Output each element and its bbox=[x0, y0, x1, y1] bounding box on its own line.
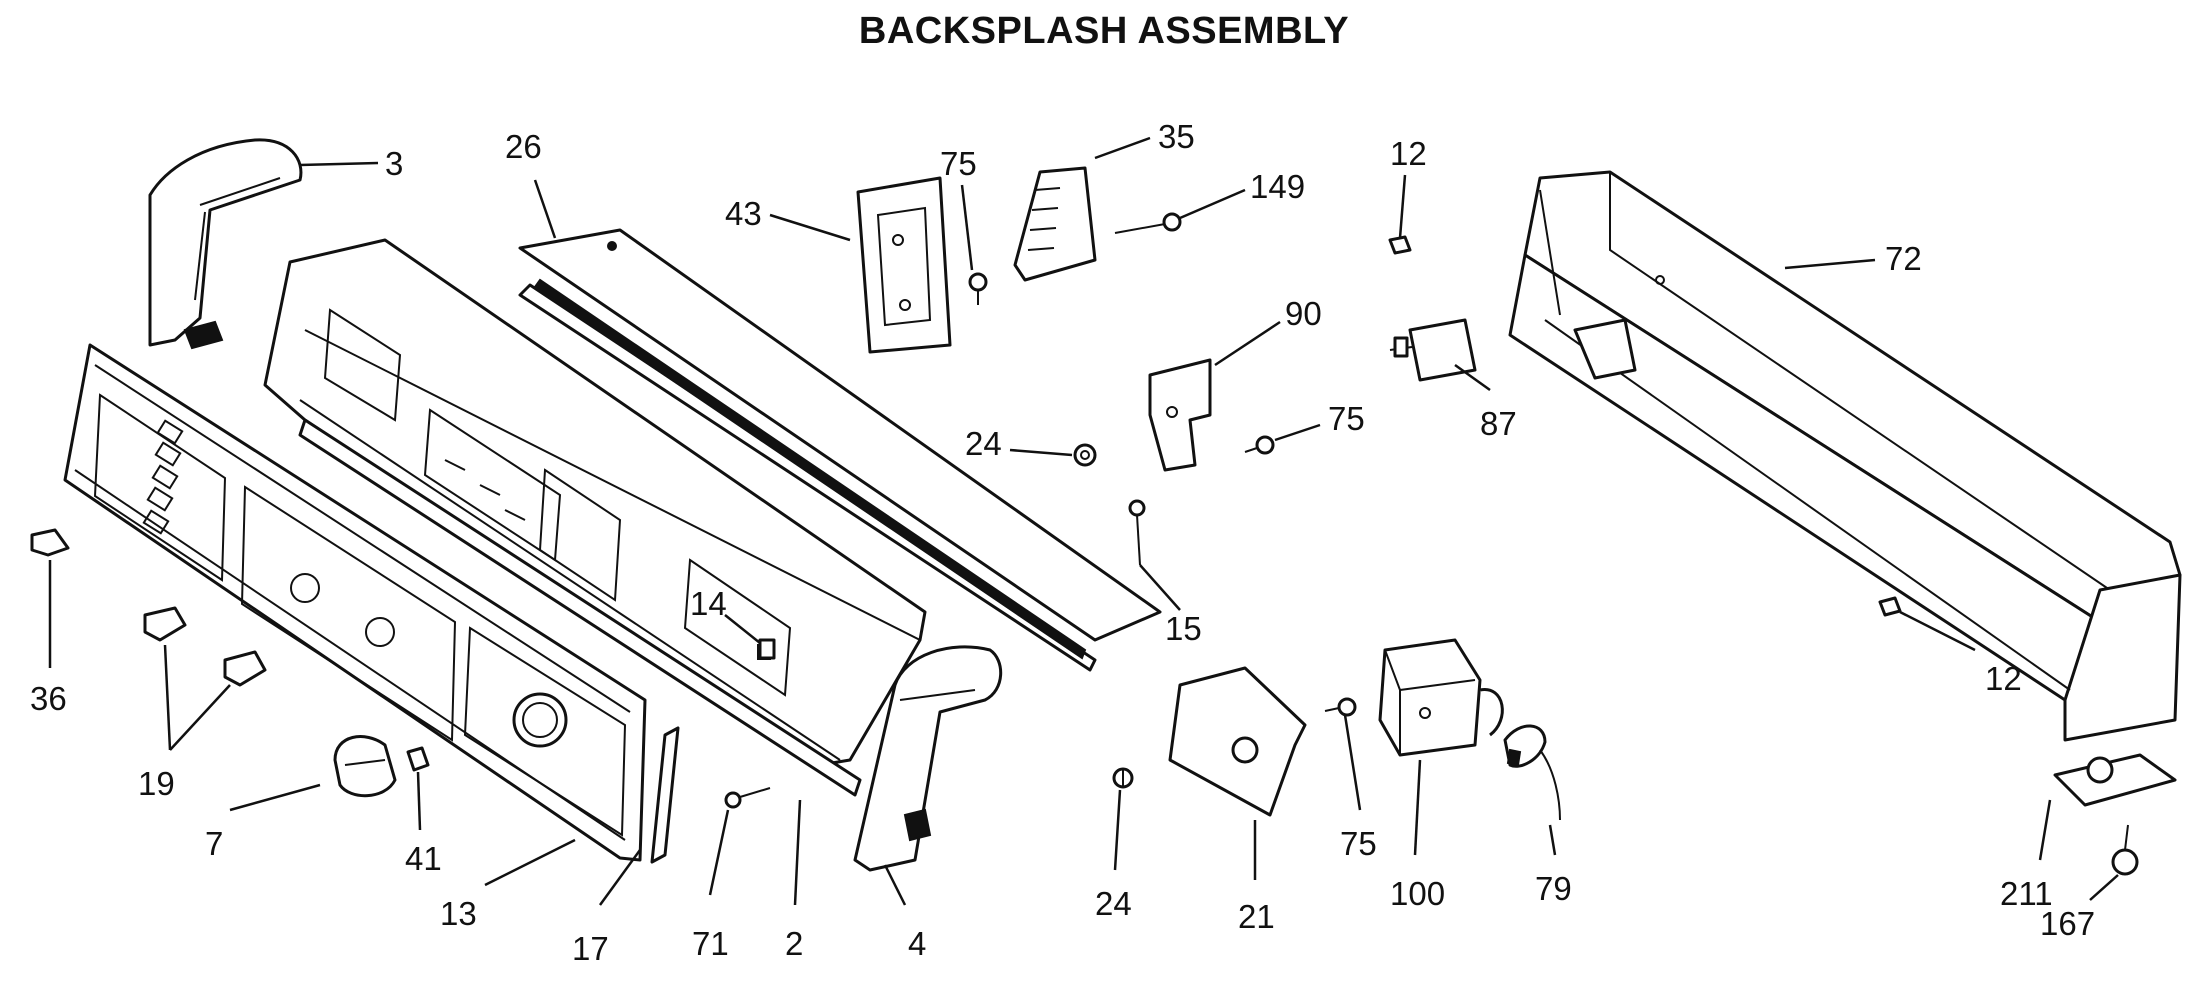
part-14-clip bbox=[758, 638, 776, 660]
callout-87: 87 bbox=[1480, 405, 1517, 442]
callout-75-a: 75 bbox=[940, 145, 977, 182]
part-35-connector bbox=[1013, 166, 1097, 282]
part-43-bracket bbox=[856, 176, 952, 354]
callout-79: 79 bbox=[1535, 870, 1572, 907]
callout-36: 36 bbox=[30, 680, 67, 717]
part-75-screw-upper bbox=[968, 272, 988, 305]
callout-24-a: 24 bbox=[965, 425, 1002, 462]
part-19-buttons bbox=[143, 606, 267, 687]
part-12-clip-lower bbox=[1878, 596, 1902, 617]
callout-167: 167 bbox=[2040, 905, 2095, 942]
part-24-nut-lower bbox=[1112, 767, 1134, 789]
part-100-timer bbox=[1378, 638, 1504, 757]
part-211-mounting-bracket bbox=[2053, 753, 2177, 807]
part-75-screw-middle bbox=[1244, 435, 1275, 455]
callout-12-b: 12 bbox=[1985, 660, 2022, 697]
leader-lines bbox=[48, 136, 2119, 906]
part-26-top-trim bbox=[518, 228, 1162, 672]
part-24-nut-upper bbox=[1073, 443, 1097, 467]
part-149-screw bbox=[1114, 212, 1182, 234]
part-17-strip bbox=[650, 726, 680, 864]
callout-4: 4 bbox=[908, 925, 926, 962]
callout-43: 43 bbox=[725, 195, 762, 232]
callout-149: 149 bbox=[1250, 168, 1305, 205]
part-7-timer-knob bbox=[333, 735, 397, 798]
callout-17: 17 bbox=[572, 930, 609, 967]
part-71-screw bbox=[724, 787, 771, 809]
callout-26: 26 bbox=[505, 128, 542, 165]
part-21-mounting-plate bbox=[1168, 666, 1307, 817]
callout-13: 13 bbox=[440, 895, 477, 932]
callout-35: 35 bbox=[1158, 118, 1195, 155]
part-87-switch bbox=[1389, 318, 1477, 382]
part-4-right-end-cap bbox=[853, 645, 1003, 872]
part-41-bushing bbox=[406, 746, 430, 772]
callout-7: 7 bbox=[205, 825, 223, 862]
callout-75-b: 75 bbox=[1328, 400, 1365, 437]
part-36-knob bbox=[30, 528, 70, 557]
callout-211: 211 bbox=[2000, 875, 2053, 912]
callout-15: 15 bbox=[1165, 610, 1202, 647]
callout-90: 90 bbox=[1285, 295, 1322, 332]
callout-2: 2 bbox=[785, 925, 803, 962]
callout-12-a: 12 bbox=[1390, 135, 1427, 172]
part-72-backsplash-housing bbox=[1508, 170, 2182, 742]
callout-19: 19 bbox=[138, 765, 175, 802]
part-15-long-screw bbox=[1128, 499, 1146, 566]
callout-3: 3 bbox=[385, 145, 403, 182]
callout-75-c: 75 bbox=[1340, 825, 1377, 862]
part-167-screw bbox=[2111, 824, 2139, 876]
callout-72: 72 bbox=[1885, 240, 1922, 277]
part-3-left-end-cap bbox=[148, 138, 303, 350]
callout-71: 71 bbox=[692, 925, 729, 962]
callout-100: 100 bbox=[1390, 875, 1445, 912]
part-12-clip-upper bbox=[1388, 235, 1412, 255]
callout-labels: 3 26 43 75 35 149 12 72 90 87 24 75 15 1… bbox=[30, 118, 2095, 967]
callout-14: 14 bbox=[690, 585, 727, 622]
diagram-title: BACKSPLASH ASSEMBLY bbox=[858, 10, 1350, 52]
part-90-bracket bbox=[1148, 358, 1212, 472]
part-79-lever bbox=[1503, 724, 1561, 821]
callout-41: 41 bbox=[405, 840, 442, 877]
callout-24-b: 24 bbox=[1095, 885, 1132, 922]
part-2-rear-frame bbox=[263, 238, 927, 797]
part-75-screw-lower bbox=[1324, 697, 1357, 717]
callout-21: 21 bbox=[1238, 898, 1275, 935]
part-13-control-panel bbox=[63, 343, 647, 862]
